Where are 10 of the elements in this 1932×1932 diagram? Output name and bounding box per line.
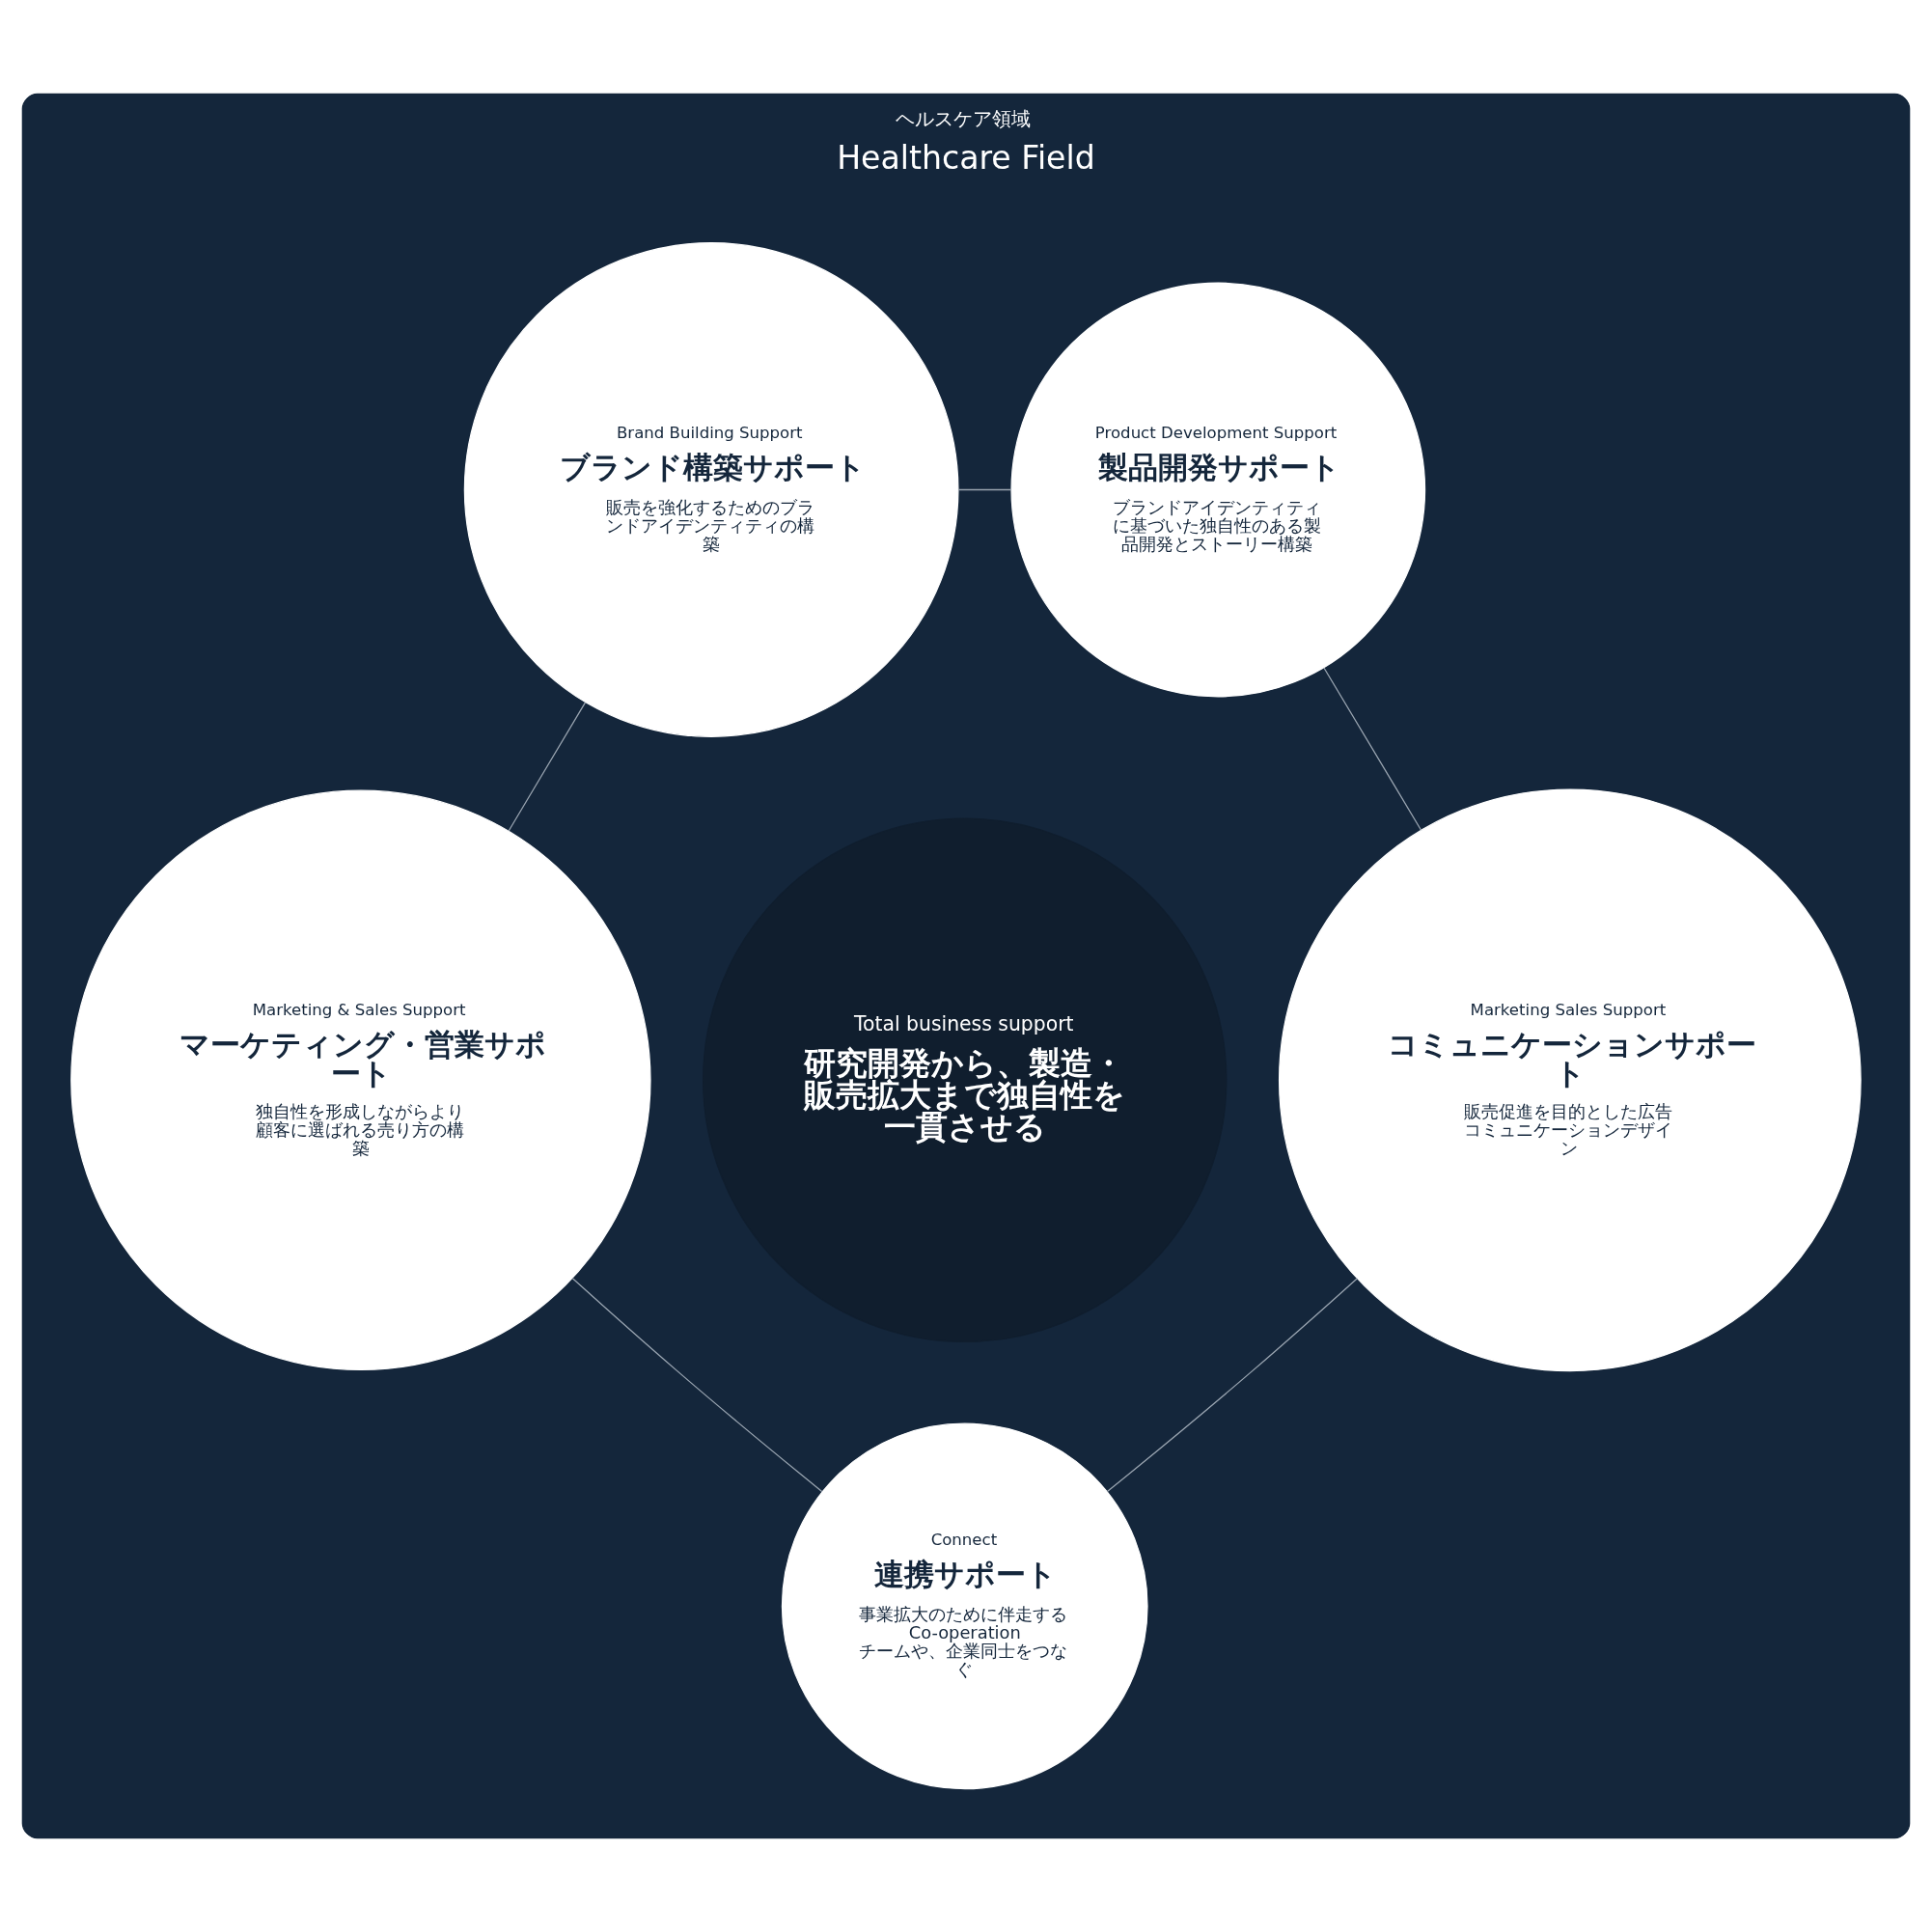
node-circle: Connect 連携サポート 事業拡大のために伴走するCo-operationチームや、企業同士をつなぐ: [781, 1422, 1148, 1790]
connector: [1323, 667, 1422, 831]
node-circle: Brand Building Support ブランド構築サポート 販売を強化するためのブランドアイデンティティの構築: [463, 242, 959, 737]
connector: [957, 488, 1012, 491]
node-circle: Product Development Support 製品開発サポート ブランドアイデンティティに基づいた独自性のある製品開発とストーリー構築: [1010, 282, 1426, 698]
node-circle: Marketing & Sales Support マーケティング・営業サポート 独自性を形成しながらより顧客に選ばれる売り方の構築: [70, 789, 651, 1371]
connector: [508, 702, 587, 832]
node-circle: Marketing Sales Support コミュニケーションサポート 販売促進を目的とした広告コミュニケーションデザイン: [1278, 788, 1862, 1372]
connector: [571, 1278, 823, 1493]
connector: [1106, 1278, 1358, 1493]
